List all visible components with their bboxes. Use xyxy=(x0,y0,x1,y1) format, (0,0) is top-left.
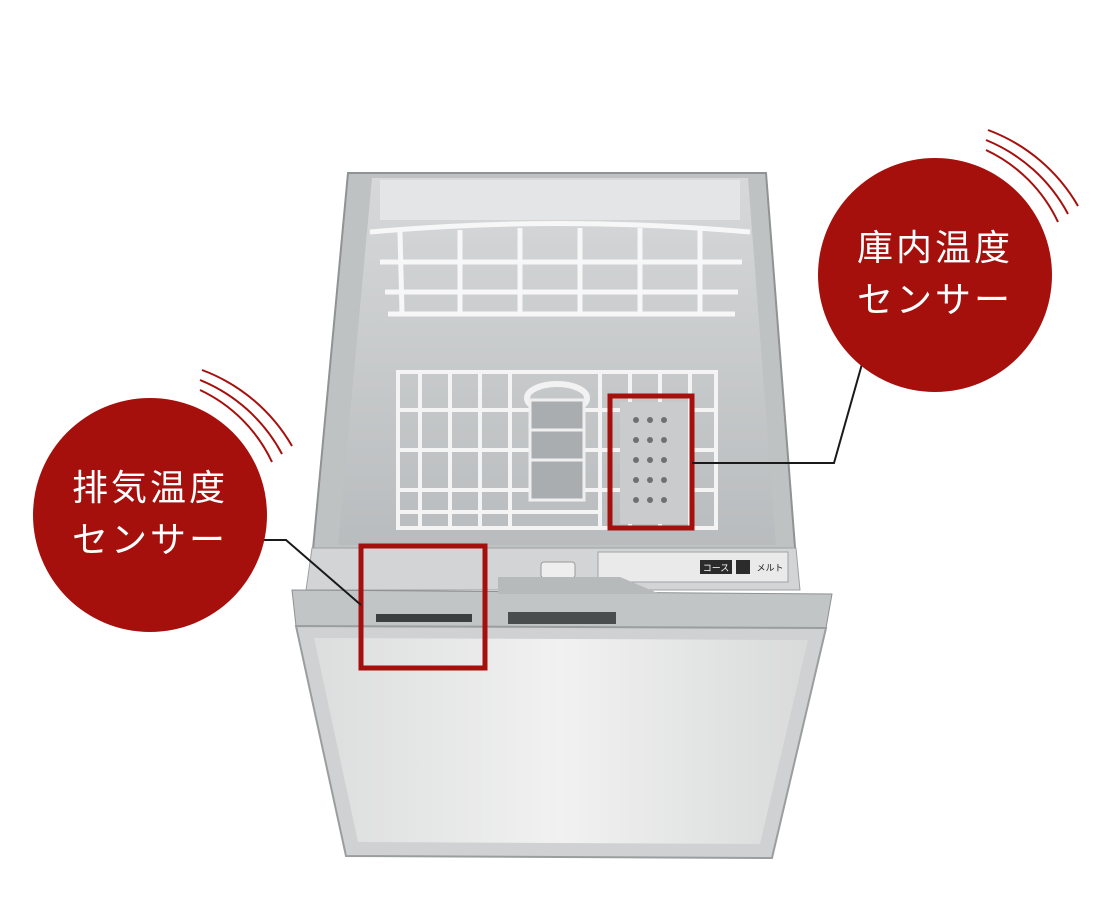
exhaust-sensor-label-line2: センサー xyxy=(71,520,228,561)
interior-sensor-signal-icon xyxy=(985,129,1079,223)
interior-sensor-callout-circle xyxy=(818,158,1052,392)
course-button-label: コース xyxy=(703,564,730,574)
sensor-rack-pegs xyxy=(620,402,688,524)
cutlery-basket xyxy=(524,381,590,502)
exhaust-sensor-leader-line xyxy=(258,539,362,606)
interior-sensor-leader-line xyxy=(692,363,863,464)
tub-back-wall xyxy=(380,180,740,220)
interior-sensor-callout-label: 庫内温度 センサー xyxy=(818,158,1052,392)
exhaust-sensor-highlight xyxy=(358,543,488,671)
door-handle-slot[interactable] xyxy=(508,612,616,624)
salt-label: メルト xyxy=(756,564,783,574)
dishwasher-appliance: コース メルト xyxy=(291,172,833,860)
exhaust-sensor-signal-icon xyxy=(199,369,293,463)
upper-rack xyxy=(369,221,751,317)
door-raised-section xyxy=(498,577,660,594)
door-latch xyxy=(540,561,576,579)
course-button[interactable] xyxy=(700,560,732,574)
interior-sensor-label-line2: センサー xyxy=(856,280,1013,321)
exhaust-sensor-callout-circle xyxy=(33,398,267,632)
control-panel: コース メルト xyxy=(597,551,789,583)
interior-sensor-label-line1: 庫内温度 xyxy=(856,228,1013,269)
power-button[interactable] xyxy=(736,560,750,574)
exhaust-vent xyxy=(376,614,472,622)
front-door-panel xyxy=(314,638,808,844)
exhaust-sensor-callout-label: 排気温度 センサー xyxy=(33,398,267,632)
exhaust-sensor-label-line1: 排気温度 xyxy=(71,468,228,509)
